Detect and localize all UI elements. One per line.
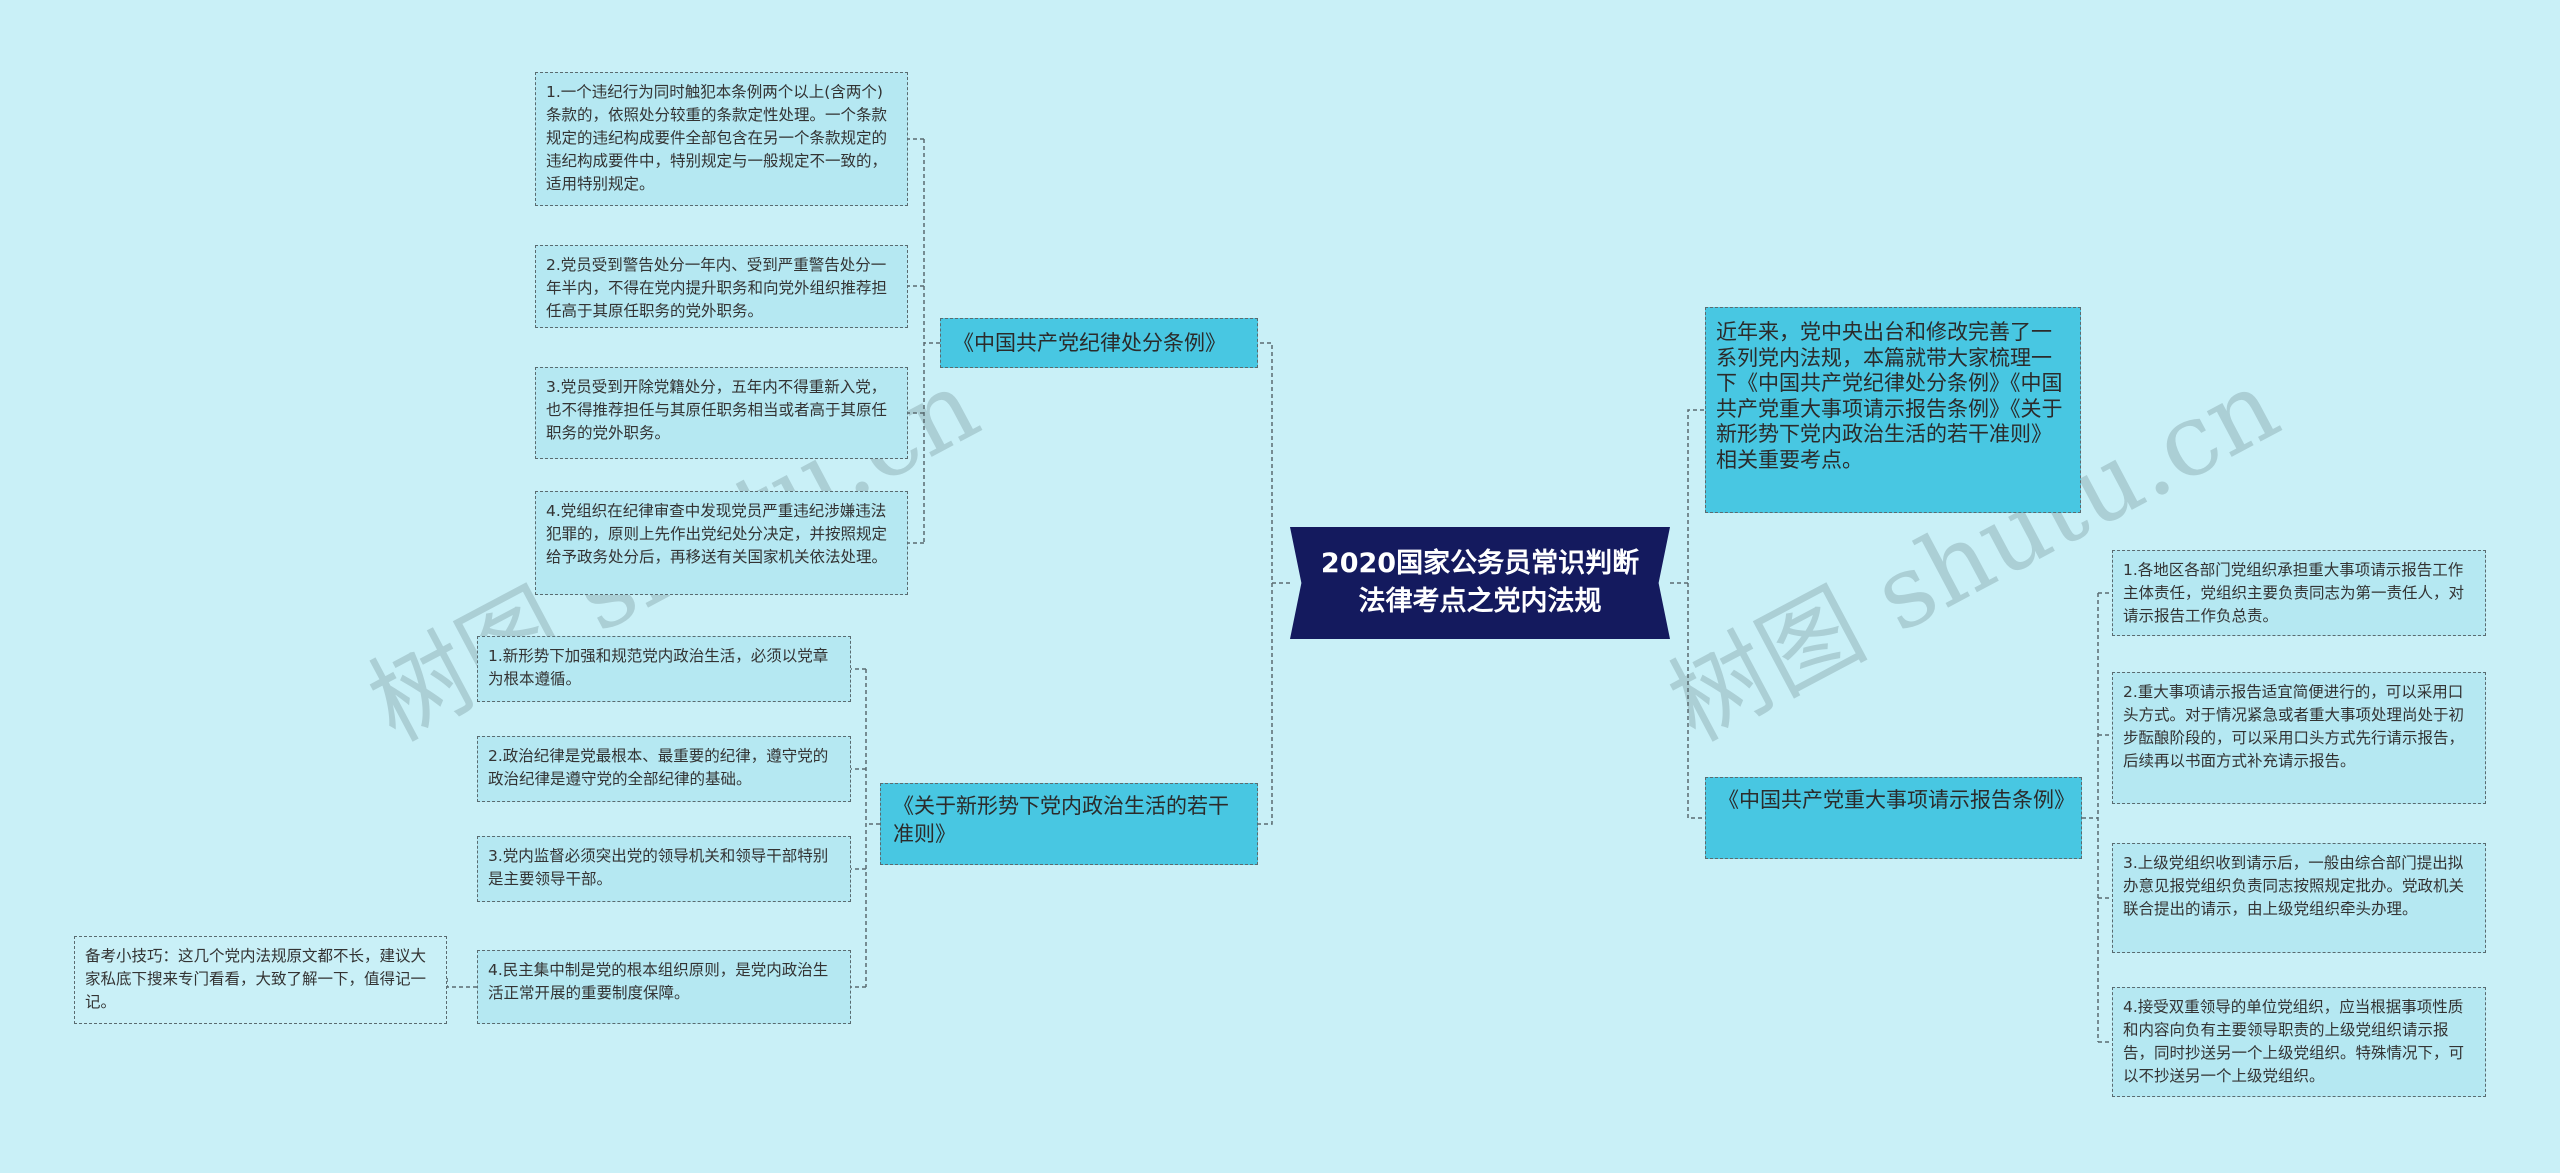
political-leaf-2[interactable]: 2.政治纪律是党最根本、最重要的纪律，遵守党的政治纪律是遵守党的全部纪律的基础。: [477, 736, 851, 802]
root-topic[interactable]: 2020国家公务员常识判断法律考点之党内法规: [1290, 527, 1670, 639]
report-leaf-2[interactable]: 2.重大事项请示报告适宜简便进行的，可以采用口头方式。对于情况紧急或者重大事项处…: [2112, 672, 2486, 804]
study-tip-note[interactable]: 备考小技巧：这几个党内法规原文都不长，建议大家私底下搜来专门看看，大致了解一下，…: [74, 936, 447, 1024]
political-leaf-4[interactable]: 4.民主集中制是党的根本组织原则，是党内政治生活正常开展的重要制度保障。: [477, 950, 851, 1024]
discipline-leaf-2[interactable]: 2.党员受到警告处分一年内、受到严重警告处分一年半内，不得在党内提升职务和向党外…: [535, 245, 908, 328]
discipline-leaf-3[interactable]: 3.党员受到开除党籍处分，五年内不得重新入党，也不得推荐担任与其原任职务相当或者…: [535, 367, 908, 459]
report-leaf-3[interactable]: 3.上级党组织收到请示后，一般由综合部门提出拟办意见报党组织负责同志按照规定批办…: [2112, 843, 2486, 953]
branch-report-regulation[interactable]: 《中国共产党重大事项请示报告条例》: [1705, 777, 2082, 859]
link-root-report: [1687, 583, 1705, 819]
link-root-political: [1258, 583, 1273, 825]
branch-discipline-regulation[interactable]: 《中国共产党纪律处分条例》: [940, 318, 1258, 368]
link-root-discipline: [1258, 342, 1290, 584]
intro-summary[interactable]: 近年来，党中央出台和修改完善了一系列党内法规，本篇就带大家梳理一下《中国共产党纪…: [1705, 307, 2081, 513]
discipline-leaf-4[interactable]: 4.党组织在纪律审查中发现党员严重违纪涉嫌违法犯罪的，原则上先作出党纪处分决定，…: [535, 491, 908, 595]
political-leaf-3[interactable]: 3.党内监督必须突出党的领导机关和领导干部特别是主要领导干部。: [477, 836, 851, 902]
link-report-leaves: [2082, 592, 2112, 1043]
link-political-leaves: [851, 668, 880, 988]
report-leaf-1[interactable]: 1.各地区各部门党组织承担重大事项请示报告工作主体责任，党组织主要负责同志为第一…: [2112, 550, 2486, 636]
branch-political-life-guidelines[interactable]: 《关于新形势下党内政治生活的若干准则》: [880, 783, 1258, 865]
link-discipline-leaves: [908, 138, 940, 544]
report-leaf-4[interactable]: 4.接受双重领导的单位党组织，应当根据事项性质和内容向负有主要领导职责的上级党组…: [2112, 987, 2486, 1097]
political-leaf-1[interactable]: 1.新形势下加强和规范党内政治生活，必须以党章为根本遵循。: [477, 636, 851, 702]
discipline-leaf-1[interactable]: 1.一个违纪行为同时触犯本条例两个以上(含两个)条款的，依照处分较重的条款定性处…: [535, 72, 908, 206]
link-political-note: [446, 978, 477, 988]
link-root-intro: [1670, 409, 1705, 584]
